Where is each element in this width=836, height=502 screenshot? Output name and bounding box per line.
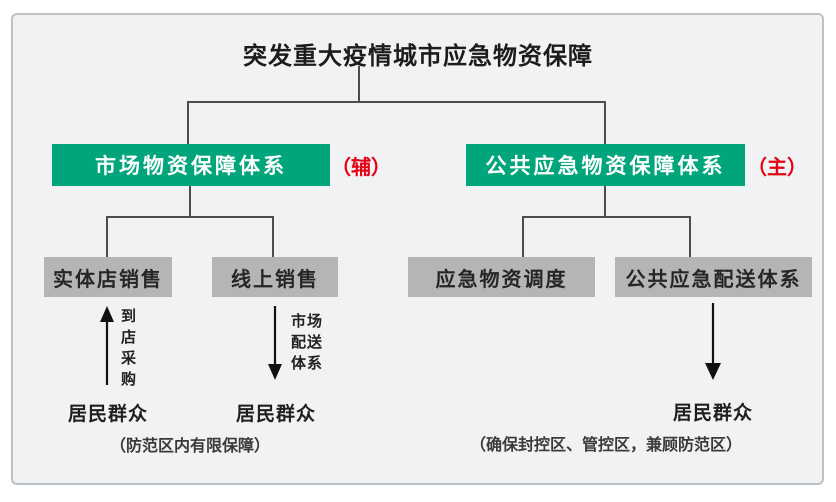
caption-limited-guarantee: （防范区内有限保障） bbox=[109, 438, 270, 455]
flow-label-market-delivery: 市场配送体系 bbox=[291, 313, 324, 372]
channel-box-store-sales: 实体店销售 bbox=[44, 257, 172, 297]
flow-label-store-purchase: 到店采购 bbox=[121, 308, 138, 388]
residents-left: 居民群众 bbox=[67, 404, 148, 425]
residents-middle: 居民群众 bbox=[235, 404, 316, 425]
residents-right: 居民群众 bbox=[672, 403, 753, 424]
system-box-public: 公共应急物资保障体系 bbox=[466, 144, 745, 186]
diagram-title: 突发重大疫情城市应急物资保障 bbox=[243, 43, 593, 70]
channel-box-online-sales: 线上销售 bbox=[212, 257, 338, 297]
system-tag-auxiliary: （辅） bbox=[331, 156, 391, 179]
system-box-market: 市场物资保障体系 bbox=[52, 144, 330, 186]
caption-zone-priority: （确保封控区、管控区，兼顾防范区） bbox=[469, 437, 742, 454]
system-tag-main: （主） bbox=[747, 156, 807, 179]
channel-box-public-delivery: 公共应急配送体系 bbox=[615, 257, 812, 297]
channel-box-supplies-dispatch: 应急物资调度 bbox=[408, 257, 595, 297]
